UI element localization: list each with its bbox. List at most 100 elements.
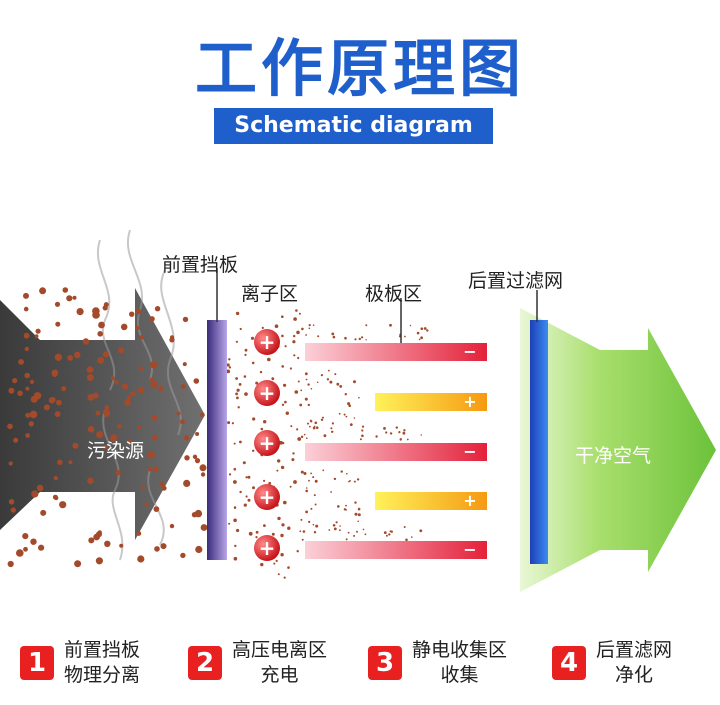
dust-particle [261,326,264,329]
dust-particle [303,433,306,436]
dust-particle [244,353,247,356]
dust-particle [33,392,42,400]
dust-particle [97,331,103,337]
dust-particle [309,425,311,428]
dust-particle [233,506,237,509]
front-baffle [207,320,227,560]
dust-particle [252,417,256,421]
dust-particle [284,400,287,404]
dust-particle [87,394,95,401]
dust-particle [330,427,333,430]
dust-particle [273,562,276,565]
dust-particle [299,403,303,407]
dust-particle [53,476,58,481]
dust-particle [294,390,299,394]
dust-particle [199,412,205,418]
dust-particle [364,533,367,536]
dust-particle [331,430,334,433]
dust-particle [117,424,122,429]
dust-particle [293,317,297,321]
dust-particle [303,472,307,475]
dust-particle [122,383,129,390]
dust-particle [29,410,38,419]
dust-particle [102,351,110,358]
legend-number: 1 [20,646,54,680]
dust-particle [34,334,39,338]
dust-particle [345,509,347,511]
dust-particle [349,480,351,482]
dust-particle [127,439,132,444]
dust-particle [426,329,429,332]
dust-particle [361,336,364,339]
dust-particle [235,311,240,316]
dust-particle [313,531,317,534]
dust-particle [287,566,290,569]
dust-particle [243,375,247,378]
dust-particle [158,385,164,392]
legend-line: 收集 [440,664,479,686]
dust-particle [118,347,124,354]
dust-particle [195,432,200,436]
dust-particle [277,516,281,521]
dust-particle [300,518,303,521]
dust-particle [295,309,298,312]
dust-particle [86,374,94,381]
dust-particle [194,509,203,518]
dust-particle [383,531,387,534]
dust-particle [296,330,300,335]
dust-particle [154,546,160,552]
dust-particle [92,307,100,315]
dust-particle [252,486,255,490]
dust-particle [239,490,242,494]
legend-item-3: 3 静电收集区 收集 [368,638,538,698]
dust-particle [405,538,408,542]
dust-particle [353,380,356,384]
dust-particle [233,442,236,445]
dust-particle [103,444,108,450]
dust-particle [184,435,190,441]
dust-particle [183,479,191,487]
dust-particle [61,386,67,392]
dust-particle [353,480,356,483]
dust-particle [389,432,393,435]
dust-particle [267,357,271,362]
dust-particle [280,465,285,470]
dust-particle [315,524,319,528]
dust-particle [301,538,304,541]
dust-particle [306,437,308,439]
dust-particle [307,383,310,386]
dust-particle [307,403,310,407]
label-pollution-source: 污染源 [87,440,145,462]
dust-particle [339,525,341,527]
dust-particle [193,378,200,384]
dust-particle [297,380,300,383]
dust-particle [344,336,347,340]
dust-particle [74,351,81,359]
dust-particle [314,503,317,506]
dust-particle [333,477,337,481]
dust-particle [280,553,284,557]
dust-particle [67,355,74,361]
dust-particle [271,377,275,381]
dust-particle [74,560,82,568]
dust-particle [291,458,295,462]
dust-particle [283,576,286,579]
dust-particle [279,440,283,445]
dust-particle [274,324,279,328]
dust-particle [55,321,61,327]
dust-particle [359,438,362,441]
dust-particle [283,500,287,505]
dust-particle [137,386,145,394]
dust-particle [292,340,296,344]
dust-particle [161,485,167,491]
dust-particle [23,292,29,299]
dust-particle [310,420,313,423]
dust-particle [129,311,135,317]
dust-particle [361,434,364,438]
ion-plus-sign: + [259,536,276,560]
dust-particle [56,399,62,406]
dust-particle [304,397,308,401]
dust-particle [247,498,251,502]
dust-particle [305,489,309,493]
dust-particle [228,366,232,369]
